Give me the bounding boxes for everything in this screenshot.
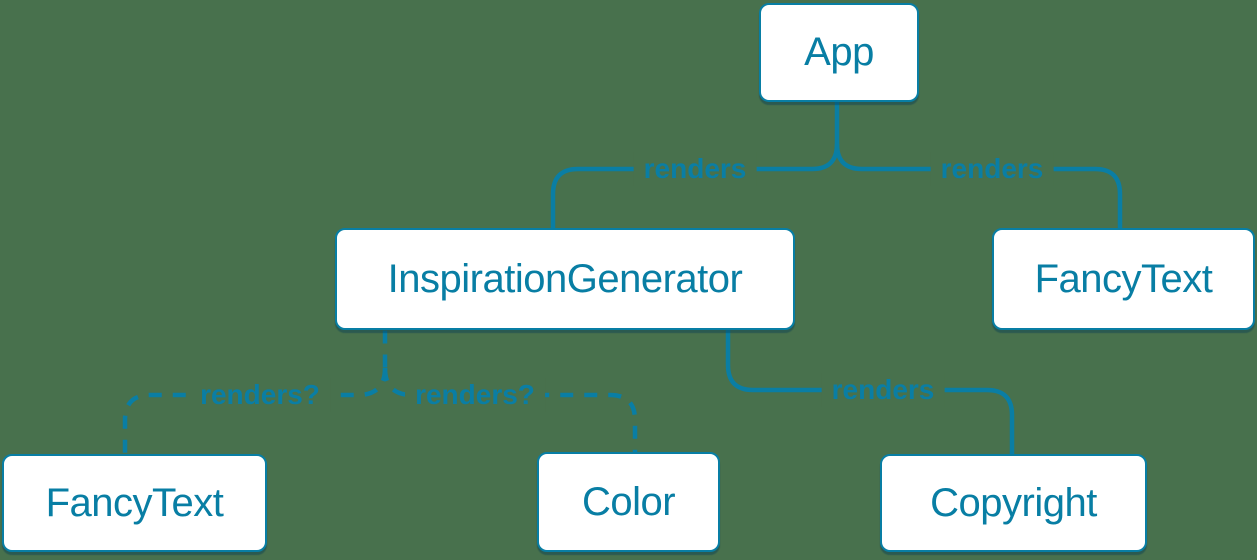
node-color-label: Color (581, 479, 676, 524)
edge-app-to-inspiration-generator (550, 143, 840, 228)
edge-app-to-fancy-text-top (834, 143, 1123, 228)
edge-inspiration-generator-to-fancy-text-bottom (122, 367, 388, 455)
node-fancy-text-bottom-label: FancyText (45, 480, 224, 525)
node-inspiration-generator-label: InspirationGenerator (387, 256, 743, 301)
node-fancy-text-bottom: FancyText (2, 454, 267, 552)
node-app: App (759, 3, 919, 102)
node-app-label: App (804, 30, 874, 74)
node-copyright: Copyright (880, 454, 1147, 552)
node-inspiration-generator: InspirationGenerator (335, 228, 795, 330)
node-fancy-text-top-label: FancyText (1034, 256, 1213, 301)
edge-label-renders-app-inspiration-generator: renders (633, 152, 757, 186)
node-color: Color (537, 452, 720, 552)
edge-label-renders-copyright: renders (821, 373, 945, 407)
edge-inspiration-generator-to-color (382, 367, 638, 452)
node-copyright-label: Copyright (930, 480, 1097, 525)
node-fancy-text-top: FancyText (992, 228, 1255, 330)
edge-label-renders-conditional-color: renders? (405, 378, 545, 412)
edge-label-renders-conditional-fancy-text: renders? (190, 378, 330, 412)
edge-label-renders-app-fancy-text: renders (930, 152, 1054, 186)
